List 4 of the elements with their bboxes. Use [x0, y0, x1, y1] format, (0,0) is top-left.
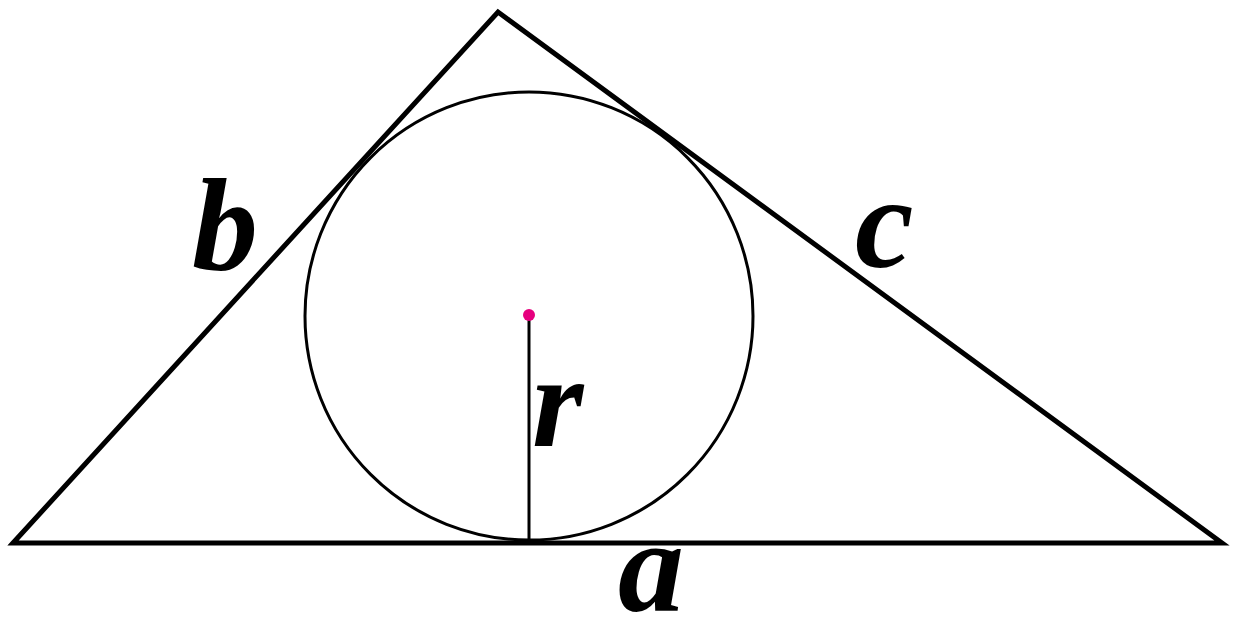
side-label: a — [618, 511, 684, 624]
side-label: c — [855, 167, 914, 280]
side-label: b — [192, 169, 258, 282]
side-label: r — [532, 346, 584, 459]
